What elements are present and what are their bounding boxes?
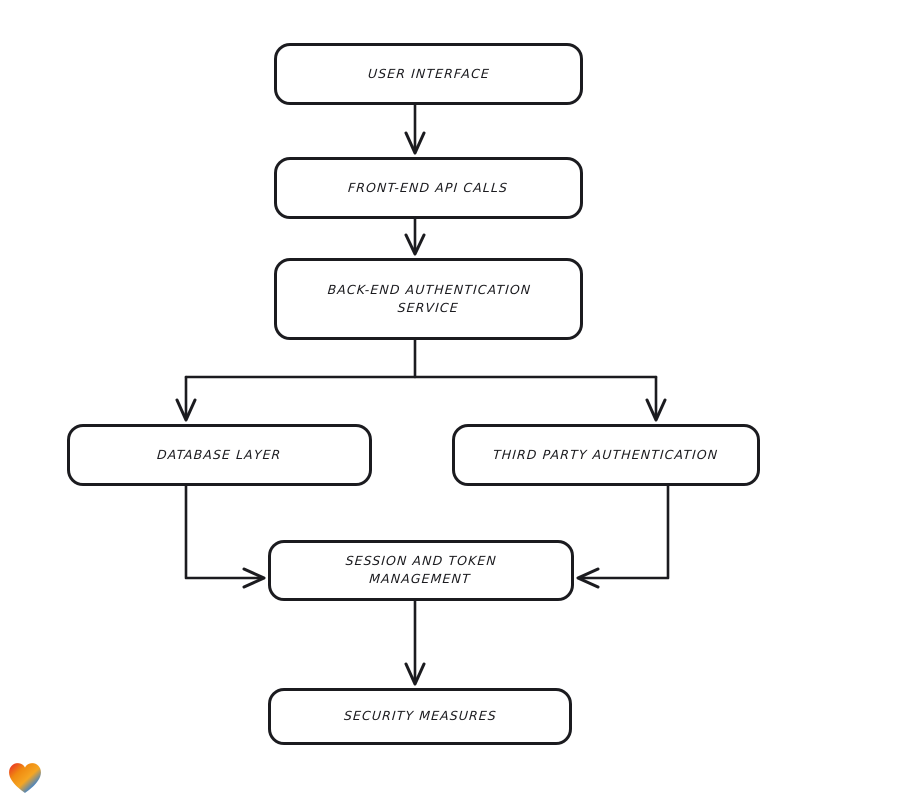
- node-database-layer[interactable]: DATABASE LAYER: [67, 424, 372, 486]
- edge-backend-split-trunk: [184, 338, 658, 379]
- edge-backend-to-database: [175, 375, 197, 422]
- edge-frontend-to-backend: [404, 217, 426, 256]
- edge-session-to-security: [404, 599, 426, 686]
- edge-thirdparty-to-session: [576, 484, 670, 589]
- node-frontend-api-calls[interactable]: FRONT-END API CALLS: [274, 157, 583, 219]
- node-security-measures[interactable]: SECURITY MEASURES: [268, 688, 572, 745]
- node-label: FRONT-END API CALLS: [347, 179, 510, 195]
- node-label: USER INTERFACE: [367, 65, 491, 81]
- node-session-token-management[interactable]: SESSION AND TOKEN MANAGEMENT: [268, 540, 574, 601]
- node-label: SESSION AND TOKEN MANAGEMENT: [345, 553, 498, 587]
- node-label: DATABASE LAYER: [156, 446, 283, 462]
- edge-database-to-session: [184, 484, 266, 589]
- node-label: BACK-END AUTHENTICATION SERVICE: [326, 281, 532, 315]
- edge-backend-to-thirdparty: [645, 375, 667, 422]
- node-label: SECURITY MEASURES: [343, 708, 498, 724]
- node-third-party-authentication[interactable]: THIRD PARTY AUTHENTICATION: [452, 424, 760, 486]
- edge-ui-to-frontend: [404, 103, 426, 155]
- heart-icon: [9, 763, 41, 793]
- node-label: THIRD PARTY AUTHENTICATION: [492, 446, 720, 462]
- node-backend-auth-service[interactable]: BACK-END AUTHENTICATION SERVICE: [274, 258, 583, 340]
- node-user-interface[interactable]: USER INTERFACE: [274, 43, 583, 105]
